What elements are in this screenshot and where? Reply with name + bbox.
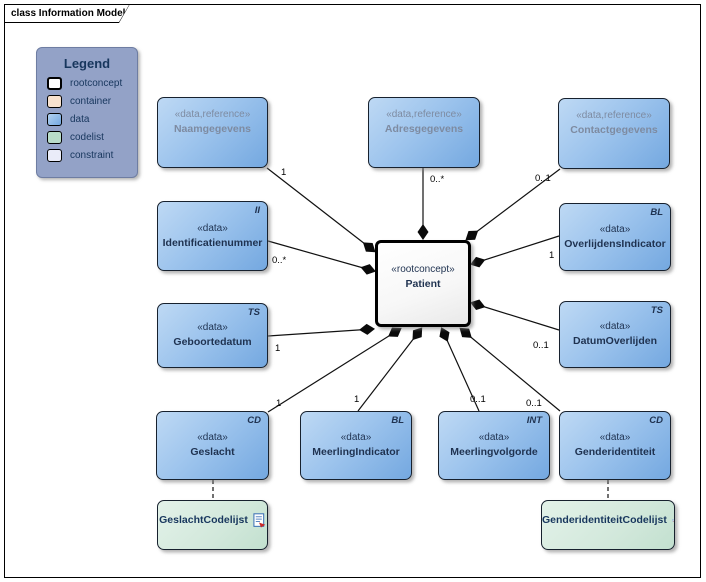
stereotype-label: «data» bbox=[197, 222, 228, 234]
legend-panel: Legend rootconcept container data codelist c… bbox=[36, 47, 138, 178]
codelist-name: GeslachtCodelijst bbox=[159, 514, 248, 526]
stereotype-label: «data» bbox=[478, 432, 510, 443]
node-geboortedatum[interactable]: TS «data» Geboortedatum bbox=[157, 303, 268, 368]
legend-item-data: data bbox=[47, 113, 137, 126]
datatype-label: INT bbox=[526, 415, 542, 426]
stereotype-label: «data» bbox=[340, 432, 372, 443]
stereotype-label: «data,reference» bbox=[386, 109, 462, 120]
multiplicity-label-datumoverlijden: 0..1 bbox=[533, 340, 549, 351]
legend-item-label: container bbox=[70, 96, 112, 107]
node-name: Meerlingvolgorde bbox=[450, 446, 538, 458]
multiplicity-label-meerlingindicator: 1 bbox=[354, 394, 360, 405]
datatype-label: II bbox=[254, 205, 260, 216]
node-name: Contactgegevens bbox=[570, 124, 658, 136]
diagram-frame bbox=[4, 4, 701, 578]
diagram-title-tab: class Information Model bbox=[4, 4, 130, 23]
node-naamgegevens[interactable]: «data,reference» Naamgegevens bbox=[157, 97, 268, 168]
datatype-label: BL bbox=[391, 415, 404, 426]
multiplicity-label-geslacht: 1 bbox=[276, 398, 282, 409]
node-name: MeerlingIndicator bbox=[312, 446, 400, 458]
legend-item-codelist: codelist bbox=[47, 131, 137, 144]
node-identificatienummer[interactable]: II «data» Identificatienummer bbox=[157, 201, 268, 271]
multiplicity-label-adresgegevens: 0..* bbox=[430, 174, 445, 185]
multiplicity-label-identificatienummer: 0..* bbox=[272, 255, 287, 266]
node-name: DatumOverlijden bbox=[572, 335, 658, 347]
diagram-title: class Information Model bbox=[5, 5, 129, 22]
node-geslacht[interactable]: CD «data» Geslacht bbox=[156, 411, 269, 480]
datatype-label: BL bbox=[650, 207, 663, 218]
constraint-swatch bbox=[47, 149, 62, 162]
multiplicity-label-naamgegevens: 1 bbox=[281, 167, 287, 178]
codelist-swatch bbox=[47, 131, 62, 144]
node-geslacht-codelijst[interactable]: GeslachtCodelijst bbox=[157, 500, 268, 550]
node-name: Identificatienummer bbox=[162, 236, 263, 249]
legend-item-constraint: constraint bbox=[47, 149, 137, 162]
stereotype-label: «data» bbox=[197, 322, 228, 333]
node-datumoverlijden[interactable]: TS «data» DatumOverlijden bbox=[559, 301, 671, 368]
legend-item-label: data bbox=[70, 114, 90, 125]
rootconcept-swatch bbox=[47, 77, 62, 90]
legend-item-rootconcept: rootconcept bbox=[47, 77, 137, 90]
stereotype-label: «data» bbox=[599, 223, 631, 235]
multiplicity-label-geboortedatum: 1 bbox=[275, 343, 281, 354]
node-adresgegevens[interactable]: «data,reference» Adresgegevens bbox=[368, 97, 480, 168]
datatype-label: TS bbox=[247, 307, 260, 318]
legend-item-container: container bbox=[47, 95, 137, 108]
stereotype-label: «data,reference» bbox=[576, 110, 652, 121]
node-name: Geslacht bbox=[190, 446, 235, 458]
legend-item-label: constraint bbox=[70, 150, 114, 161]
container-swatch bbox=[47, 95, 62, 108]
stereotype-label: «data» bbox=[599, 321, 631, 332]
node-genderidentiteit[interactable]: CD «data» Genderidentiteit bbox=[559, 411, 671, 480]
node-genderidentiteit-codelijst[interactable]: GenderidentiteitCodelijst bbox=[541, 500, 675, 550]
document-icon bbox=[253, 513, 266, 528]
node-name: Patient bbox=[405, 278, 441, 290]
stereotype-label: «data,reference» bbox=[174, 109, 251, 120]
stereotype-label: «data» bbox=[599, 432, 631, 443]
multiplicity-label-genderidentiteit: 0..1 bbox=[526, 398, 542, 409]
node-meerlingindicator[interactable]: BL «data» MeerlingIndicator bbox=[300, 411, 412, 480]
node-meerlingvolgorde[interactable]: INT «data» Meerlingvolgorde bbox=[438, 411, 550, 480]
legend-item-label: rootconcept bbox=[70, 78, 123, 89]
node-name: Adresgegevens bbox=[384, 123, 464, 135]
node-contactgegevens[interactable]: «data,reference» Contactgegevens bbox=[558, 98, 670, 169]
datatype-label: CD bbox=[649, 415, 663, 426]
stereotype-label: «data» bbox=[197, 432, 228, 443]
multiplicity-label-contactgegevens: 0..1 bbox=[535, 173, 551, 184]
document-icon bbox=[671, 519, 674, 522]
codelist-name: GenderidentiteitCodelijst bbox=[542, 514, 667, 526]
multiplicity-label-overlijdensindicator: 1 bbox=[549, 250, 555, 261]
multiplicity-label-meerlingvolgorde: 0..1 bbox=[470, 394, 486, 405]
node-name: Genderidentiteit bbox=[574, 446, 656, 458]
datatype-label: TS bbox=[650, 305, 663, 316]
node-overlijdensindicator[interactable]: BL «data» OverlijdensIndicator bbox=[559, 203, 671, 271]
data-swatch bbox=[47, 113, 62, 126]
node-name: Naamgegevens bbox=[173, 123, 252, 135]
legend-title: Legend bbox=[63, 56, 111, 71]
node-name: OverlijdensIndicator bbox=[564, 237, 666, 250]
node-name: Geboortedatum bbox=[173, 336, 252, 348]
datatype-label: CD bbox=[247, 415, 261, 426]
node-patient[interactable]: «rootconcept» Patient bbox=[375, 240, 471, 327]
legend-item-label: codelist bbox=[70, 132, 104, 143]
stereotype-label: «rootconcept» bbox=[391, 264, 455, 275]
